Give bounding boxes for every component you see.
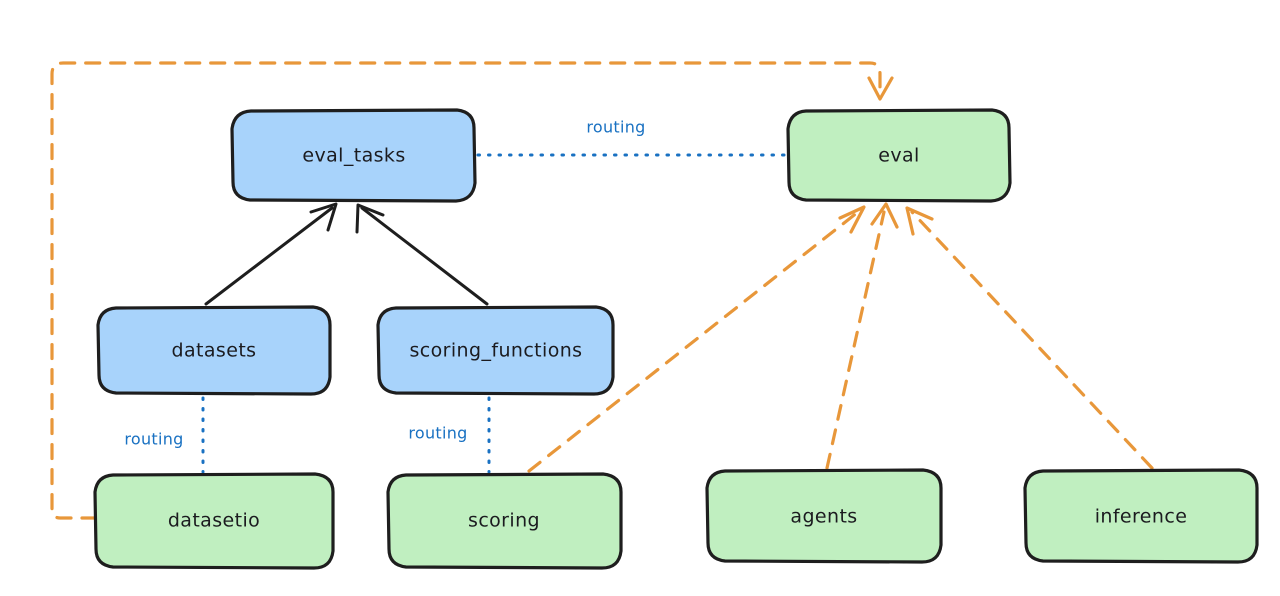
edge-scoring_functions-to-eval_tasks[interactable] xyxy=(355,203,489,306)
edge-label-routing-eval_tasks-eval: routing xyxy=(586,118,645,137)
node-scoring[interactable]: scoring xyxy=(386,472,623,570)
node-label-datasetio: datasetio xyxy=(168,510,260,532)
edge-datasets-to-eval_tasks[interactable] xyxy=(204,202,338,306)
edge-label-routing-datasets-datasetio: routing xyxy=(124,430,183,449)
node-label-agents: agents xyxy=(790,506,857,528)
node-label-scoring_functions: scoring_functions xyxy=(410,340,583,362)
node-datasets[interactable]: datasets xyxy=(96,305,332,396)
node-label-datasets: datasets xyxy=(172,340,257,362)
edge-scoring-to-eval[interactable] xyxy=(527,205,866,473)
node-agents[interactable]: agents xyxy=(705,468,943,564)
node-eval_tasks[interactable]: eval_tasks xyxy=(230,108,477,203)
node-label-eval_tasks: eval_tasks xyxy=(302,145,405,167)
node-label-scoring: scoring xyxy=(468,510,540,532)
node-inference[interactable]: inference xyxy=(1023,468,1259,564)
node-scoring_functions[interactable]: scoring_functions xyxy=(376,305,615,396)
edge-label-layer: routing routing routing xyxy=(124,118,645,449)
edge-layer xyxy=(50,61,1154,520)
node-label-inference: inference xyxy=(1095,506,1188,528)
edge-inference-to-eval[interactable] xyxy=(905,206,1154,470)
node-label-eval: eval xyxy=(878,145,919,167)
node-layer: eval_tasks eval datasets scoring_functio… xyxy=(93,108,1259,570)
node-eval[interactable]: eval xyxy=(786,108,1012,203)
edge-datasetio-to-eval[interactable] xyxy=(50,61,894,520)
edge-label-routing-scoring_functions-scoring: routing xyxy=(408,424,467,443)
edge-agents-to-eval[interactable] xyxy=(825,202,899,470)
node-datasetio[interactable]: datasetio xyxy=(93,472,335,570)
